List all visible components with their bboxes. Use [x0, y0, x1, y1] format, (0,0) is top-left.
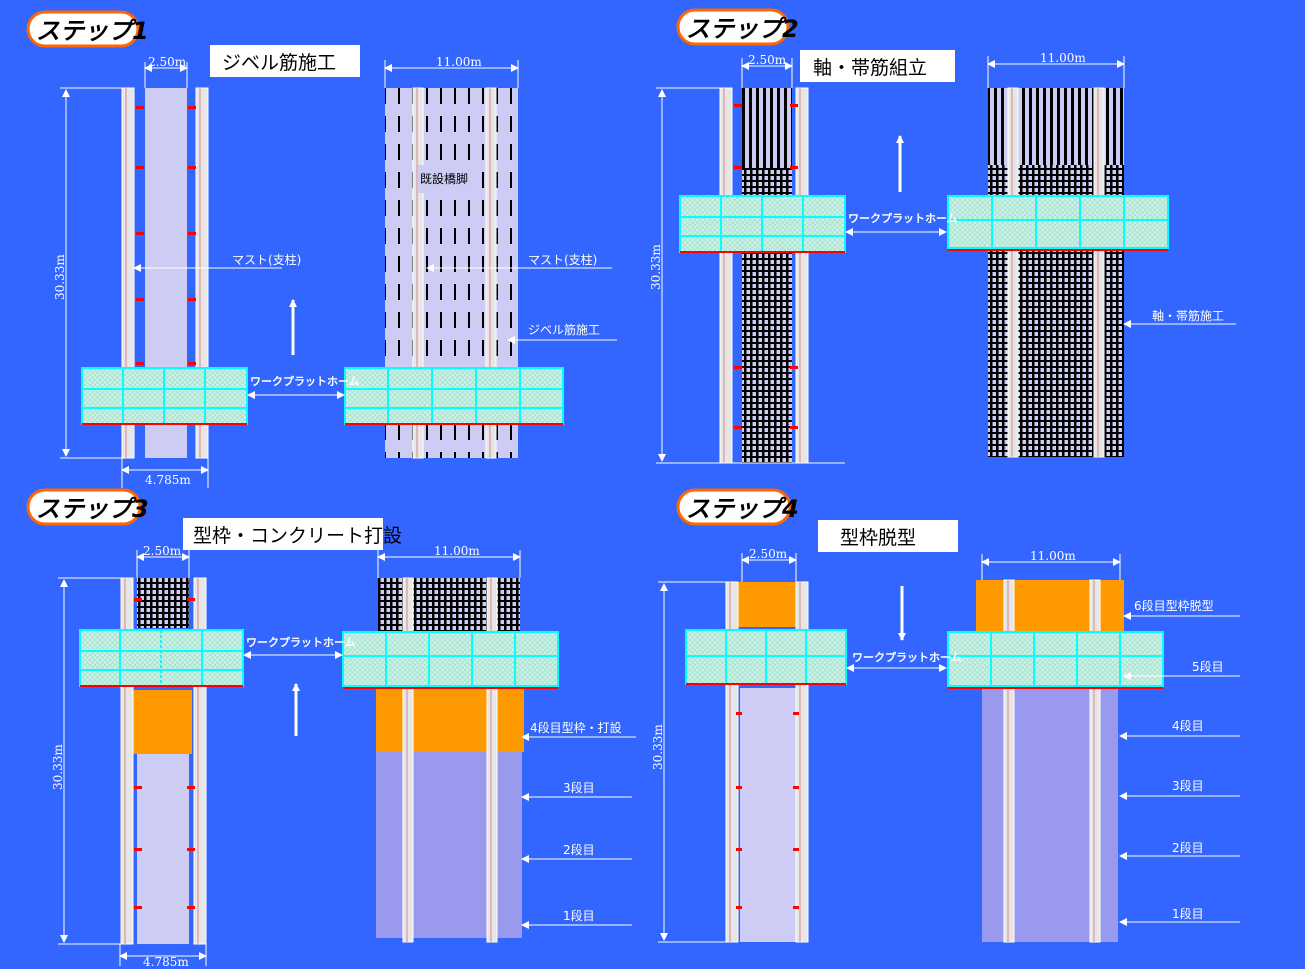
step1-front-mast-left	[412, 87, 424, 459]
step3-panel: ステップ3 型枠・コンクリート打設	[26, 488, 636, 969]
step4-tier-4: 4段目	[1172, 718, 1204, 733]
step4-badge: ステップ4	[676, 488, 799, 526]
step2-front-mast-right	[1093, 87, 1105, 458]
step4-dim-width-front: 11.00m	[1030, 549, 1076, 563]
step4-tier-2: 2段目	[1172, 840, 1204, 855]
step4-dim-height: 30.33m	[651, 724, 665, 770]
step3-side-formwork	[132, 690, 192, 754]
step2-title: 軸・帯筋組立	[800, 50, 955, 82]
step3-platform-left	[79, 629, 244, 687]
step2-platform-right	[947, 195, 1169, 251]
step2-dim-width-side: 2.50m	[748, 53, 787, 67]
step1-dim-height: 30.33m	[53, 254, 67, 300]
step2-side-mast-left	[719, 87, 733, 464]
step4-front-formwork	[976, 580, 1124, 632]
step3-front-formwork	[376, 688, 524, 752]
step4-title: 型枠脱型	[818, 520, 958, 552]
step1-mast-label-side: マスト(支柱)	[232, 252, 301, 267]
step1-side-mast-left	[121, 87, 135, 459]
step2-platform-left	[679, 195, 846, 253]
step1-title-text: ジベル筋施工	[222, 52, 336, 74]
step2-badge-text: ステップ2	[686, 15, 799, 43]
step4-front-mast-left	[1003, 579, 1015, 943]
step1-platform-left	[81, 367, 248, 425]
step2-rebar-label: 軸・帯筋施工	[1152, 308, 1224, 323]
step3-platform-right	[342, 631, 559, 689]
step1-side-mast-right	[195, 87, 209, 459]
step3-dim-base: 4.785m	[143, 955, 189, 969]
step3-front-rebar	[378, 578, 520, 633]
step2-platform-label: ワークプラットホーム	[848, 211, 958, 225]
step3-side-rebar	[137, 578, 189, 628]
step4-dim-width-side: 2.50m	[749, 547, 788, 561]
step2-panel: ステップ2 軸・帯筋組立 2.50m	[649, 8, 1236, 464]
step3-title: 型枠・コンクリート打設	[183, 518, 402, 550]
step3-badge-text: ステップ3	[36, 495, 149, 523]
step2-dim-height: 30.33m	[649, 244, 663, 290]
step2-dim-width-front: 11.00m	[1040, 51, 1086, 65]
step3-front-mast-right	[486, 577, 498, 943]
step3-dim-width-front: 11.00m	[434, 544, 480, 558]
step2-front-mast-left	[1007, 87, 1019, 458]
step4-title-text: 型枠脱型	[840, 527, 916, 549]
step3-tier-3: 3段目	[563, 780, 595, 795]
step1-dowel-label: ジベル筋施工	[528, 322, 600, 337]
step4-side-formwork	[736, 582, 796, 627]
step3-tier-2: 2段目	[563, 842, 595, 857]
step3-title-text: 型枠・コンクリート打設	[193, 525, 402, 547]
step4-platform-right	[947, 631, 1164, 689]
step4-platform-left	[685, 629, 847, 685]
step2-dowels	[734, 104, 798, 429]
step4-tier-labels: 6段目型枠脱型 5段目 4段目 3段目 2段目 1段目	[1119, 598, 1240, 926]
step2-side-rebar-upper	[742, 88, 792, 168]
step2-badge: ステップ2	[676, 8, 799, 46]
step4-dowels	[736, 712, 799, 909]
step3-dim-width-side: 2.50m	[143, 544, 182, 558]
step3-tier-1: 1段目	[563, 908, 595, 923]
step1-badge: ステップ1	[26, 10, 149, 48]
step3-tier-labels: 4段目型枠・打設 3段目 2段目 1段目	[521, 720, 636, 929]
step1-mast-label-front: マスト(支柱)	[528, 252, 597, 267]
step1-dim-base: 4.785m	[145, 473, 191, 487]
step1-existing-pier-label: 既設橋脚	[420, 171, 468, 186]
step3-side-concrete	[137, 754, 189, 944]
step4-tier-5: 5段目	[1192, 659, 1224, 674]
step4-front-mast-right	[1089, 579, 1101, 943]
step3-dim-height: 30.33m	[51, 744, 65, 790]
step1-badge-text: ステップ1	[36, 17, 149, 45]
step1-dim-width-side: 2.50m	[148, 55, 187, 69]
step3-dowels	[134, 598, 195, 909]
step3-front-concrete	[376, 752, 522, 938]
step2-side-mast-right	[795, 87, 809, 464]
step1-dowels	[136, 106, 196, 365]
step4-badge-text: ステップ4	[686, 495, 799, 523]
step4-tier-6: 6段目型枠脱型	[1134, 598, 1214, 613]
step3-front-mast-left	[402, 577, 414, 943]
step4-panel: ステップ4 型枠脱型 2.50m	[651, 488, 1240, 943]
step3-tier-4: 4段目型枠・打設	[530, 720, 622, 735]
step4-side-concrete	[740, 688, 796, 942]
step3-platform-label: ワークプラットホーム	[246, 635, 356, 649]
step1-front-mast-right	[485, 87, 497, 459]
step3-badge: ステップ3	[26, 488, 149, 526]
step2-title-text: 軸・帯筋組立	[813, 57, 927, 79]
step4-tier-1: 1段目	[1172, 906, 1204, 921]
step4-tier-3: 3段目	[1172, 778, 1204, 793]
step1-dim-width-front: 11.00m	[436, 55, 482, 69]
step4-platform-label: ワークプラットホーム	[852, 650, 962, 664]
step1-platform-label: ワークプラットホーム	[250, 374, 360, 388]
step1-platform-right	[344, 367, 564, 425]
step1-title: ジベル筋施工	[210, 45, 360, 77]
step1-panel: ステップ1 ジベル筋施工	[26, 10, 617, 488]
